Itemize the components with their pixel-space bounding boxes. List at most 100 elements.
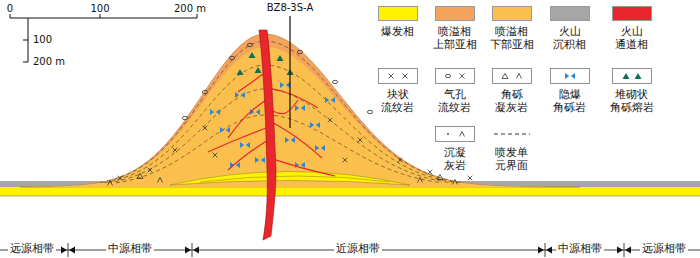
rhyolite-mark xyxy=(428,170,433,175)
lava-breccia-mark xyxy=(255,67,262,73)
lava-breccia-mark xyxy=(277,55,284,61)
scale-number: 200 m xyxy=(174,3,206,15)
vent-branch xyxy=(208,128,266,152)
lava-breccia-mark xyxy=(635,73,642,79)
vesicle-mark xyxy=(297,50,302,53)
legend-item: 火山 通道相 xyxy=(602,6,662,51)
scale-bar xyxy=(10,14,197,62)
rhyolite-mark xyxy=(203,126,208,131)
legend-text: 爆发相 xyxy=(381,25,416,38)
zone-arrow xyxy=(617,247,631,254)
legend-swatch xyxy=(550,6,590,21)
legend-text: 块状 流纹岩 xyxy=(381,88,416,114)
rhyolite-mark xyxy=(403,74,408,79)
cryptoexplosive-mark xyxy=(250,109,260,115)
legend-swatch xyxy=(612,6,652,21)
swatch-frame xyxy=(436,69,475,84)
legend-item: 火山 沉积相 xyxy=(540,6,600,51)
well-line xyxy=(289,16,290,128)
rhyolite-mark xyxy=(173,148,178,153)
burst-lens xyxy=(200,176,390,182)
breccia-mark xyxy=(502,74,508,79)
cryptoexplosive-mark xyxy=(285,137,295,143)
zone-label: 远源相带 xyxy=(640,243,688,256)
legend-swatch xyxy=(435,68,475,84)
eruption-boundary xyxy=(100,41,464,183)
cryptoexplosive-mark xyxy=(280,82,290,88)
vesicle-mark xyxy=(247,43,252,46)
legend-swatch xyxy=(378,6,418,21)
upper-subfacies xyxy=(20,34,580,187)
zone-separator xyxy=(545,243,546,257)
vesicle-mark xyxy=(332,80,337,83)
rhyolite-mark xyxy=(148,168,153,173)
legend-item: 沉凝 灰岩 xyxy=(425,126,485,172)
legend-item: 爆发相 xyxy=(368,6,428,38)
burst-lens xyxy=(170,172,410,186)
cryptoexplosive-mark xyxy=(210,109,220,115)
swatch-dash xyxy=(494,134,530,135)
legend-item: 喷溢相 下部亚相 xyxy=(482,6,542,51)
zone-arrow xyxy=(538,247,552,254)
tuff-mark xyxy=(108,181,113,186)
legend-swatch xyxy=(492,68,532,84)
well-name: BZ8-3S-A xyxy=(267,2,314,14)
cryptoexplosive-mark xyxy=(235,92,245,98)
legend-item: 气孔 流纹岩 xyxy=(425,68,485,114)
zone-label: 近源相带 xyxy=(334,243,382,256)
vent-branch xyxy=(267,88,318,108)
eruption-boundary xyxy=(116,115,442,183)
zone-label: 中源相带 xyxy=(106,243,154,256)
legend-swatch xyxy=(550,68,590,84)
zone-separator xyxy=(624,243,625,257)
zone-separator xyxy=(192,243,193,257)
vesicle-mark xyxy=(367,110,372,113)
rhyolite-mark xyxy=(468,176,473,181)
lava-breccia-mark xyxy=(623,73,630,79)
rhyolite-mark xyxy=(213,153,218,158)
swatch-frame xyxy=(551,69,590,84)
legend-item: 堆砌状 角砾熔岩 xyxy=(602,68,662,114)
legend-item: 角砾 凝灰岩 xyxy=(482,68,542,114)
legend-swatch xyxy=(492,6,532,21)
rhyolite-mark xyxy=(460,74,465,79)
legend-text: 火山 通道相 xyxy=(615,25,650,51)
cryptoexplosive-mark xyxy=(295,105,305,111)
lower-subfacies xyxy=(20,47,580,187)
zone-label: 远源相带 xyxy=(8,243,56,256)
legend-swatch xyxy=(492,126,532,142)
breccia-mark xyxy=(137,174,143,179)
sediment-dot xyxy=(447,133,449,135)
legend-swatch xyxy=(435,6,475,21)
tuff-mark xyxy=(453,180,458,185)
legend-item: 喷溢相 上部亚相 xyxy=(425,6,485,51)
cryptoexplosive-mark xyxy=(315,145,325,151)
cryptoexplosive-mark xyxy=(220,127,230,133)
vent-branch xyxy=(238,72,266,92)
legend-text: 堆砌状 角砾熔岩 xyxy=(609,88,655,114)
rhyolite-mark xyxy=(398,158,403,163)
legend-text: 火山 沉积相 xyxy=(553,25,588,51)
vent-branch xyxy=(228,140,268,170)
vesicle-mark xyxy=(202,90,207,93)
legend-text: 喷发单 元界面 xyxy=(495,146,530,172)
breccia-mark xyxy=(437,175,443,180)
lava-breccia-mark xyxy=(237,69,244,75)
swatch-frame xyxy=(493,69,532,84)
zone-label: 中源相带 xyxy=(556,243,604,256)
scale-number: 0 xyxy=(7,3,13,15)
zone-arrow xyxy=(185,247,199,254)
legend-text: 喷溢相 上部亚相 xyxy=(432,25,478,51)
swatch-frame xyxy=(613,69,652,84)
vesicle-mark xyxy=(445,74,450,77)
vesicle-mark xyxy=(229,56,234,59)
tuff-mark xyxy=(517,74,522,79)
zone-separator xyxy=(68,243,69,257)
legend-text: 角砾 凝灰岩 xyxy=(495,88,530,114)
cryptoexplosive-mark xyxy=(325,97,335,103)
legend-swatch xyxy=(435,126,475,142)
scale-number: 100 xyxy=(90,3,109,15)
vent-branch xyxy=(270,158,335,176)
swatch-frame xyxy=(436,127,475,142)
